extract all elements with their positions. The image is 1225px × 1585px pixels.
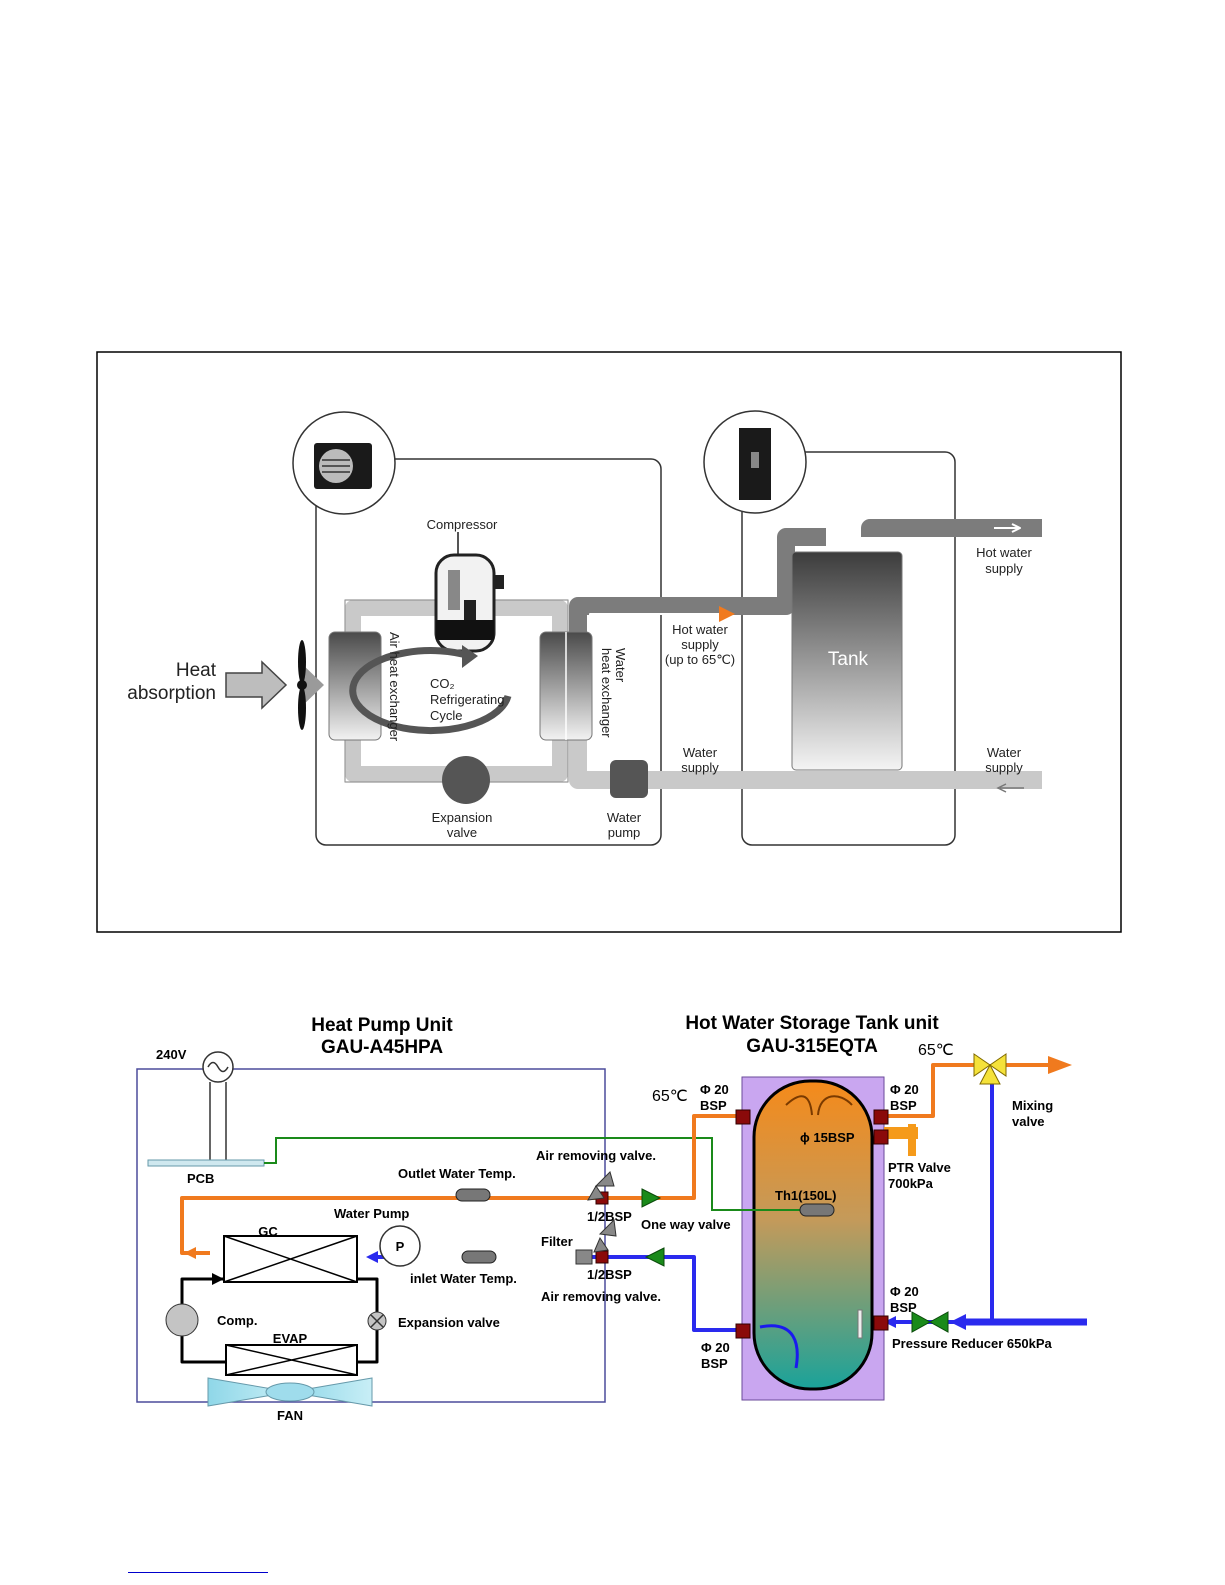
pressure-reducer-label: Pressure Reducer 650kPa <box>892 1336 1052 1351</box>
bsp15-label: ϕ 15BSP <box>800 1130 855 1145</box>
heat-absorption-label-2: absorption <box>127 683 216 704</box>
hot-water-supply-mid-2: supply <box>681 637 719 652</box>
hot-water-pipes <box>180 1063 1050 1255</box>
bsp20-right-bottom-1: Φ 20 <box>890 1284 919 1299</box>
temp-right-label: 65℃ <box>918 1042 954 1059</box>
fan-label: FAN <box>277 1408 303 1423</box>
one-way-valve-label: One way valve <box>641 1217 731 1232</box>
water-hx-label-1: Water <box>613 648 628 683</box>
pcb-label: PCB <box>187 1171 214 1186</box>
water-supply-right-1: Water <box>987 745 1022 760</box>
hot-water-supply-right-1: Hot water <box>976 545 1032 560</box>
heat-absorption-arrow <box>225 660 324 710</box>
ptr-valve-label-1: PTR Valve <box>888 1160 951 1175</box>
expansion-valve-icon <box>442 756 490 804</box>
heat-absorption-label-1: Heat <box>176 660 217 681</box>
one-way-valve-bottom <box>644 1247 665 1267</box>
co2-label: CO₂ <box>430 676 455 691</box>
mixing-valve-icon <box>973 1053 1007 1085</box>
bsp20-right-top-1: Φ 20 <box>890 1082 919 1097</box>
mixing-valve-label-1: Mixing <box>1012 1098 1053 1113</box>
heat-pump-unit-icon <box>292 411 396 515</box>
hot-water-supply-right-2: supply <box>985 561 1023 576</box>
water-pump-label-2: pump <box>608 825 641 840</box>
hot-water-outlet-arrow <box>1048 1056 1072 1074</box>
outlet-temp-sensor <box>455 1188 491 1202</box>
air-heat-exchanger-label: Air heat exchanger <box>387 632 402 742</box>
mixing-valve-label-2: valve <box>1012 1114 1045 1129</box>
expansion-valve-label-2: valve <box>447 825 477 840</box>
bsp20-left-top-1: Φ 20 <box>700 1082 729 1097</box>
expansion-valve-label: Expansion valve <box>398 1315 500 1330</box>
heat-pump-title-1: Heat Pump Unit <box>311 1015 453 1036</box>
air-removing-top-label: Air removing valve. <box>536 1148 656 1163</box>
ptr-valve-label-2: 700kPa <box>888 1176 934 1191</box>
hot-water-supply-mid-3: (up to 65℃) <box>665 652 735 667</box>
tank-unit-box <box>741 451 956 846</box>
compressor-symbol <box>165 1303 199 1337</box>
th1-sensor <box>799 1203 835 1217</box>
inlet-temp-sensor <box>461 1250 497 1264</box>
bsp20-left-bottom-2: BSP <box>701 1356 728 1371</box>
bsp-half-bottom-label: 1/2BSP <box>587 1267 632 1282</box>
water-pump-label: Water Pump <box>334 1206 409 1221</box>
gc-label: GC <box>258 1224 278 1239</box>
filter-label: Filter <box>541 1234 573 1249</box>
tank <box>791 551 903 771</box>
one-way-valve-top <box>641 1188 662 1208</box>
water-pump-symbol <box>379 1225 421 1267</box>
air-removing-valve-bottom <box>593 1218 617 1253</box>
evap-label: EVAP <box>273 1331 308 1346</box>
th1-label: Th1(150L) <box>775 1188 836 1203</box>
top-diagram-frame <box>96 351 1122 933</box>
pcb-board <box>147 1159 265 1167</box>
fan-symbol <box>207 1377 373 1407</box>
water-hx-label-2: heat exchanger <box>599 648 614 738</box>
filter-icon <box>575 1249 593 1265</box>
outlet-temp-label: Outlet Water Temp. <box>398 1166 516 1181</box>
refrigerant-circuit <box>180 1277 379 1364</box>
tank-title-2: GAU-315EQTA <box>746 1036 878 1057</box>
water-pump-label-1: Water <box>607 810 642 825</box>
footer-rule <box>128 1572 268 1573</box>
tank-unit-icon <box>703 410 807 514</box>
water-pump-icon <box>610 760 648 798</box>
pressure-reducer-icon <box>911 1311 949 1333</box>
bsp20-left-top-2: BSP <box>700 1098 727 1113</box>
bsp20-right-top-2: BSP <box>890 1098 917 1113</box>
pump-symbol-label: P <box>396 1239 405 1254</box>
heat-pump-unit-frame <box>136 1068 606 1403</box>
storage-tank <box>752 1079 874 1391</box>
tank-label: Tank <box>828 649 869 670</box>
hot-water-supply-mid-1: Hot water <box>672 622 728 637</box>
heat-pump-title-2: GAU-A45HPA <box>321 1037 443 1058</box>
sensor-signal-line <box>264 1137 800 1211</box>
fan-blade-icon <box>297 640 307 730</box>
compressor-icon <box>434 532 504 653</box>
comp-label: Comp. <box>217 1313 257 1328</box>
expansion-valve-label-1: Expansion <box>432 810 493 825</box>
bsp20-right-bottom-2: BSP <box>890 1300 917 1315</box>
air-removing-bottom-label: Air removing valve. <box>541 1289 661 1304</box>
heat-pump-unit-box <box>315 458 662 846</box>
expansion-valve-symbol <box>367 1311 387 1331</box>
power-supply <box>202 1051 234 1160</box>
voltage-label: 240V <box>156 1047 187 1062</box>
temp-left-label: 65℃ <box>652 1088 688 1105</box>
water-supply-right-2: supply <box>985 760 1023 775</box>
air-removing-valve-top <box>587 1171 615 1201</box>
water-supply-mid-1: Water <box>683 745 718 760</box>
water-supply-mid-2: supply <box>681 760 719 775</box>
inlet-temp-label: inlet Water Temp. <box>410 1271 517 1286</box>
refrigerating-label: Refrigerating <box>430 692 504 707</box>
bsp-half-top-label: 1/2BSP <box>587 1209 632 1224</box>
bsp20-left-bottom-1: Φ 20 <box>701 1340 730 1355</box>
cycle-label: Cycle <box>430 708 463 723</box>
tank-title-1: Hot Water Storage Tank unit <box>685 1013 939 1034</box>
compressor-label: Compressor <box>427 517 498 532</box>
co2-cycle-arrow <box>349 645 512 735</box>
